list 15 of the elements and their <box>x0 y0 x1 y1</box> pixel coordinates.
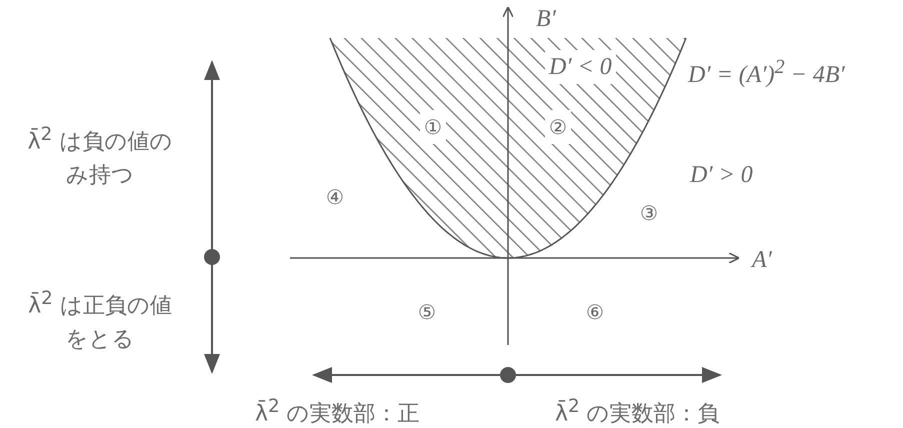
region-number: ③ <box>640 200 658 227</box>
region-number: ② <box>545 110 571 144</box>
axis-label: A′ <box>752 246 772 275</box>
axis-label: B′ <box>536 5 556 34</box>
range-description: λ̄$^{2}$ は正負の値をとる <box>27 287 173 354</box>
region-number: ④ <box>326 184 344 211</box>
region-number: ① <box>420 110 446 144</box>
region-label: D′ > 0 <box>690 161 753 190</box>
region-number: ⑤ <box>418 299 436 326</box>
equation-label: D′ = (A′)$^{2}$ − 4B′ <box>688 55 845 90</box>
range-description: λ̄$^{2}$ は負の値のみ持つ <box>26 123 174 190</box>
region-number: ⑥ <box>586 299 604 326</box>
range-description: λ̄$^{2}$ の実数部：負 <box>555 395 720 428</box>
range-description: λ̄$^{2}$ の実数部：正 <box>255 395 420 428</box>
region-label: D′ < 0 <box>545 50 616 84</box>
